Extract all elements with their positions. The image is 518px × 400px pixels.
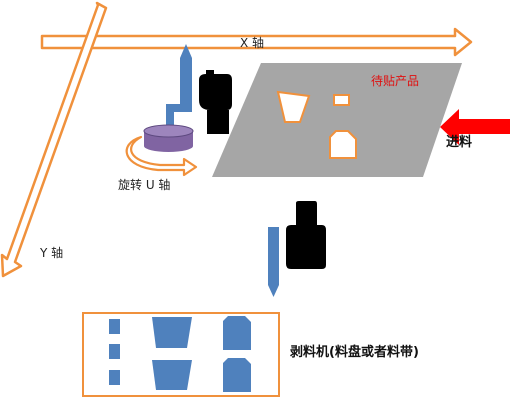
rotary-cylinder-bottom	[144, 140, 193, 152]
product-label: 待贴产品	[371, 74, 420, 88]
nozzle-connector-vertical	[166, 104, 174, 130]
feeder-part-chamfered	[223, 358, 251, 392]
nozzle-lower-icon	[268, 227, 279, 297]
camera-lower-icon	[286, 201, 326, 269]
rotate-u-axis-label: 旋转 U 轴	[118, 178, 171, 192]
product-trapezoid	[276, 90, 311, 123]
feeder-part-chamfered	[223, 316, 251, 350]
rotary-cylinder-top	[143, 124, 194, 138]
nozzle-upper-icon	[180, 44, 192, 111]
x-axis-arrow	[40, 27, 473, 57]
y-axis-arrow	[0, 1, 108, 278]
y-axis-label: Y 轴	[40, 246, 64, 260]
nozzle-connector	[166, 104, 192, 112]
feeder-label: 剥料机(料盘或者料带)	[290, 345, 419, 360]
workpiece-platform	[212, 63, 462, 177]
rotation-arrow	[125, 135, 198, 177]
feed-arrow	[440, 109, 510, 145]
feeder-part-small	[109, 319, 120, 334]
feeder-part-small	[109, 370, 120, 385]
feed-label: 进料	[446, 135, 473, 150]
x-axis-label: X 轴	[240, 36, 265, 50]
product-chamfered-square	[329, 130, 357, 159]
product-small-rect	[333, 94, 350, 106]
feeder-part-trapezoid	[152, 360, 192, 390]
feeder-part-small	[109, 344, 120, 359]
camera-upper-icon	[199, 70, 232, 134]
feeder-part-trapezoid	[152, 317, 192, 348]
